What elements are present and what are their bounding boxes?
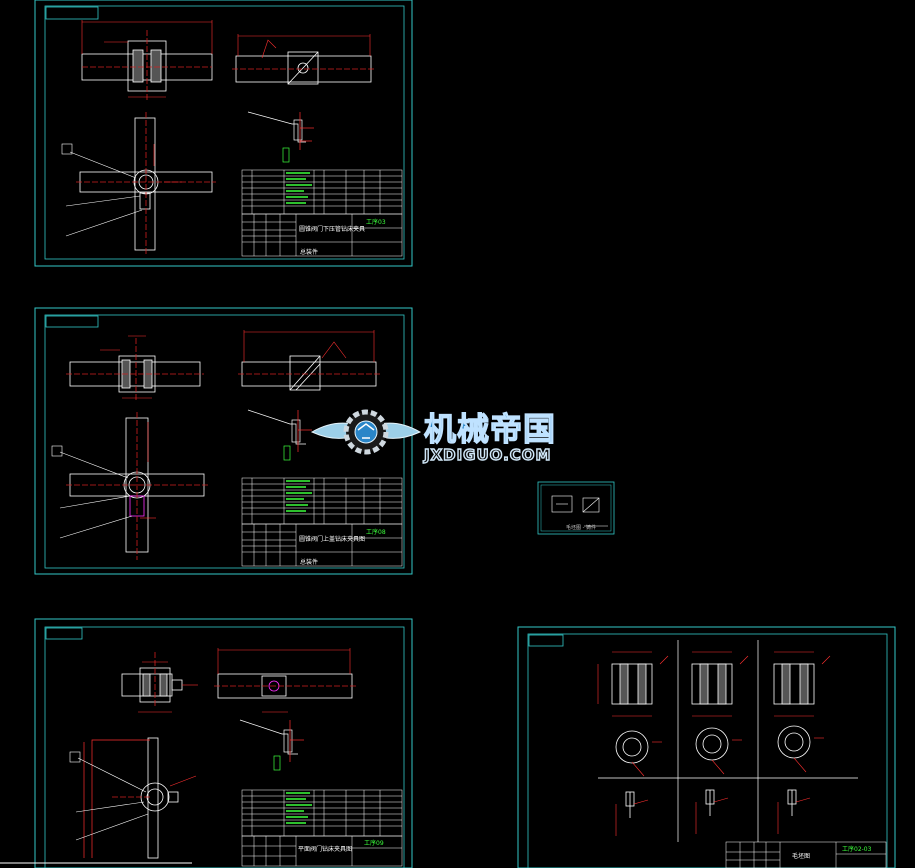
middle-detail — [247, 409, 312, 461]
sheet-right: 毛坯图 工序02-03 — [517, 626, 896, 868]
top-drawing-no: 工序03 — [366, 218, 386, 226]
bottom-title-name: 平面阀门钻床夹具图 — [298, 845, 352, 853]
sheet-top-tag — [45, 6, 99, 20]
sheet-top: 圆锥阀门下压管钻床夹具 工序03 总装件 — [34, 0, 413, 267]
middle-material-label: 总装件 — [300, 558, 318, 566]
bottom-front-dims — [138, 661, 198, 713]
bottom-title-block — [241, 835, 403, 867]
right-separators — [598, 640, 858, 842]
middle-drawing-no: 工序08 — [366, 528, 386, 536]
bottom-side-dims — [217, 648, 351, 713]
top-title-name: 圆锥阀门下压管钻床夹具 — [299, 225, 365, 233]
middle-cross-view — [66, 412, 208, 560]
bottom-front-view — [121, 652, 183, 708]
sheet-top-outer-border — [34, 0, 413, 267]
middle-side-view — [238, 355, 380, 391]
mini-content — [551, 495, 608, 527]
right-dims — [597, 651, 831, 836]
middle-cross-leaders — [51, 422, 156, 539]
watermark-logo-icon — [310, 409, 422, 455]
right-drawing-no: 工序02-03 — [842, 845, 872, 853]
sheet-middle: 圆锥阀门上盖钻床夹具图 工序08 总装件 — [34, 307, 413, 575]
blank-1 — [611, 663, 653, 818]
bottom-side-view — [214, 673, 356, 699]
bottom-cross-leaders — [69, 751, 197, 841]
sheet-top-inner-border — [44, 5, 405, 260]
bottom-cross-view — [112, 737, 179, 859]
sheet-right-outer-border — [517, 626, 896, 868]
top-side-view — [232, 51, 376, 85]
sheet-right-inner-border — [527, 633, 888, 868]
sheet-bottom-outer-border — [34, 618, 413, 868]
bottom-drawing-no: 工序09 — [364, 839, 384, 847]
middle-side-dims — [243, 330, 375, 362]
sheet-middle-inner-border — [44, 314, 405, 569]
middle-title-block — [241, 523, 403, 567]
middle-parts-list-green — [286, 480, 312, 512]
middle-front-view — [66, 338, 204, 402]
top-cross-leaders — [61, 143, 182, 237]
top-detail — [247, 111, 314, 163]
top-front-view — [81, 30, 213, 100]
mini-outer-border — [537, 481, 615, 535]
watermark-title: 机械帝国 — [424, 410, 556, 448]
right-title-block — [725, 841, 887, 868]
bottom-parts-list-green — [286, 792, 312, 824]
top-side-dims — [237, 34, 371, 59]
watermark-url: JXDIGUO.COM — [423, 446, 551, 464]
top-cross-view — [76, 112, 216, 256]
middle-front-dims — [100, 335, 152, 399]
blank-2 — [691, 663, 733, 816]
middle-parts-list — [241, 477, 403, 525]
sheet-right-tag — [528, 634, 564, 647]
bottom-parts-list — [241, 789, 403, 837]
sheet-mini: 毛坯图 - 铸件 — [537, 481, 615, 535]
top-front-dims — [81, 20, 213, 98]
bottom-detail — [239, 719, 304, 771]
watermark: 机械帝国 JXDIGUO.COM — [310, 409, 556, 465]
top-title-block — [241, 213, 403, 257]
sheet-middle-tag — [45, 315, 99, 328]
top-material-label: 总装件 — [300, 248, 318, 256]
mini-caption: 毛坯图 - 铸件 — [566, 524, 596, 531]
top-parts-list-green — [286, 172, 312, 204]
sheet-bottom-inner-border — [44, 626, 405, 868]
sheet-bottom: 平面阀门钻床夹具图 工序09 — [0, 618, 413, 868]
sheet-middle-outer-border — [34, 307, 413, 575]
middle-title-name: 圆锥阀门上盖钻床夹具图 — [299, 535, 365, 543]
mini-inner-border — [540, 484, 612, 532]
right-title-name: 毛坯图 — [792, 852, 810, 860]
sheet-bottom-tag — [45, 627, 83, 640]
